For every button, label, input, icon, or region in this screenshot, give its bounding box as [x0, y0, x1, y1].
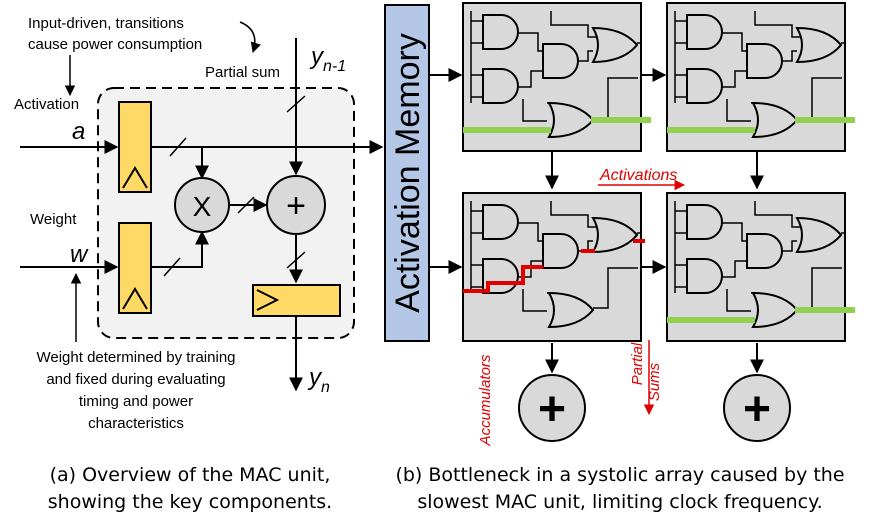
mac-cell-bottom-left — [462, 192, 645, 342]
or-gate-icon — [547, 291, 595, 329]
caption-b-line1: (b) Bottleneck in a systolic array cause… — [395, 464, 844, 486]
activation-memory-block — [384, 4, 430, 342]
weight-note-line4: characteristics — [88, 415, 184, 432]
or-gate-icon — [547, 101, 595, 139]
and-gate-icon — [746, 43, 783, 79]
cell-wire — [522, 99, 547, 122]
input-note-curved-arrow — [239, 21, 261, 54]
output-register — [252, 284, 341, 317]
or-gate-icon — [591, 216, 639, 254]
and-gate-icon — [482, 14, 519, 50]
cell-wire — [518, 32, 543, 52]
partial-sum-label: Partial sum — [205, 64, 280, 81]
or-gate-icon — [751, 101, 799, 139]
cell-wire — [722, 222, 747, 242]
accumulator-right — [723, 374, 791, 442]
accumulator-left — [518, 374, 586, 442]
caption-a-line1: (a) Overview of the MAC unit, — [50, 464, 331, 486]
weight-note-line1: Weight determined by training — [37, 349, 236, 366]
and-gate-icon — [686, 14, 723, 50]
input-note-line1: Input-driven, transitions — [28, 15, 184, 32]
sum-bus-slash — [286, 251, 306, 269]
mac-cell-top-left — [462, 2, 651, 152]
activation-label: Activation — [14, 96, 79, 113]
cell-wire — [578, 50, 593, 62]
activation-register — [118, 101, 152, 193]
cell-wire — [593, 267, 638, 309]
a-symbol: a — [72, 118, 85, 145]
and-gate-icon — [542, 233, 579, 269]
critical-path-highlight — [463, 265, 543, 293]
weight-label: Weight — [30, 211, 77, 228]
and-gate-icon — [686, 204, 723, 240]
cell-wire — [518, 222, 543, 242]
activations-label: Activations — [599, 167, 677, 184]
activation-register-clock-icon — [122, 166, 148, 189]
cell-wire — [782, 50, 797, 62]
cell-wire — [754, 201, 801, 228]
partial-sum-bus-slash — [286, 95, 306, 113]
activation-memory-label: Activation Memory — [389, 33, 427, 313]
partial-sums-label-line2: Sums — [646, 362, 663, 401]
accumulators-label: Accumulators — [477, 354, 494, 446]
or-gate-icon — [751, 291, 799, 329]
cell-wire — [518, 70, 543, 88]
caption-b-line2: slowest MAC unit, limiting clock frequen… — [417, 491, 822, 513]
weight-to-multiplier-arrow — [151, 230, 209, 268]
or-gate-icon — [795, 216, 843, 254]
multiply-symbol: X — [193, 191, 212, 222]
weight-register — [118, 222, 152, 314]
weight-note-line2: and fixed during evaluating — [46, 371, 225, 388]
mac-cell-top-right — [666, 2, 855, 152]
or-gate-icon — [591, 26, 639, 64]
cell-wire — [726, 99, 751, 122]
or-gate-icon — [795, 26, 843, 64]
and-gate-icon — [542, 43, 579, 79]
and-gate-icon — [686, 68, 723, 104]
and-gate-icon — [686, 258, 723, 294]
activation-bus-slash — [169, 137, 187, 157]
mac-unit-diagram: Input-driven, transitions cause power co… — [14, 15, 384, 432]
accumulator-left-symbol: + — [538, 383, 566, 436]
and-gate-icon — [482, 68, 519, 104]
input-note-line2: cause power consumption — [28, 36, 202, 53]
weight-note-line3: timing and power — [79, 393, 193, 410]
cell-wire — [522, 289, 547, 312]
systolic-array-diagram: Activation Memory + + Activations Accumu… — [384, 2, 855, 446]
and-gate-icon — [746, 233, 783, 269]
and-gate-icon — [482, 204, 519, 240]
mac-cell-bottom-right — [666, 192, 855, 342]
product-bus-slash — [237, 196, 255, 214]
add-symbol: + — [286, 187, 306, 225]
output-register-clock-icon — [256, 289, 280, 311]
partial-sums-label-line1: Partial — [629, 342, 646, 385]
cell-wire — [782, 240, 797, 252]
y-prev-symbol: yn-1 — [309, 43, 346, 75]
weight-bus-slash — [163, 257, 181, 277]
cell-wire — [722, 70, 747, 88]
w-symbol: w — [70, 241, 89, 268]
cell-wire — [550, 201, 597, 228]
accumulator-right-symbol: + — [743, 383, 771, 436]
cell-wire — [754, 11, 801, 38]
cell-wire — [550, 11, 597, 38]
cell-wire — [722, 32, 747, 52]
y-out-symbol: yn — [307, 364, 330, 396]
weight-register-clock-icon — [122, 287, 148, 310]
cell-wire — [722, 260, 747, 278]
cell-wire — [726, 289, 751, 312]
caption-a-line2: showing the key components. — [48, 491, 332, 513]
